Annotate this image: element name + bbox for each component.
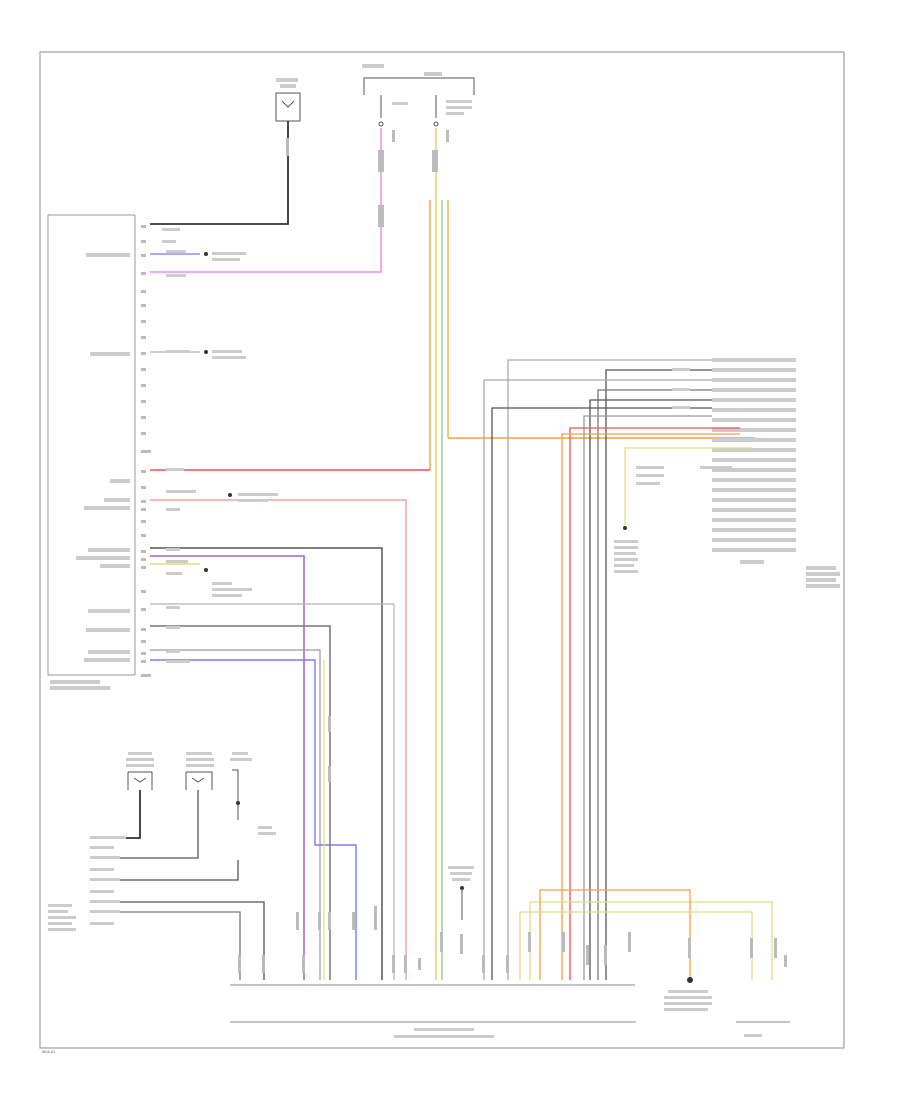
center-component xyxy=(448,866,474,920)
wire-black-548 xyxy=(150,547,383,980)
wire-note-upper xyxy=(212,252,246,255)
wire-red-light-long xyxy=(150,499,407,980)
lower-right-component-wires xyxy=(519,889,773,980)
splice-dot-upper xyxy=(204,252,208,256)
diagram-frame xyxy=(39,51,845,1049)
lower-right-component xyxy=(664,977,712,1011)
top-antenna-component xyxy=(275,78,301,122)
wire-top-fuse-pink xyxy=(150,128,382,273)
wire-note-mid-2 xyxy=(212,356,246,359)
wire-top-antenna-black xyxy=(150,121,289,225)
wire-black-626 xyxy=(150,625,331,980)
wire-grey-650 xyxy=(150,649,321,980)
splice-dot-564 xyxy=(204,568,208,572)
corner-reference: W04-01 xyxy=(42,1050,55,1054)
wire-violet-556 xyxy=(150,555,305,980)
lower-left-components xyxy=(126,752,276,835)
wire-note-lower-2 xyxy=(238,499,268,502)
wire-note-upper-2 xyxy=(212,258,240,261)
right-bundle-wires xyxy=(483,359,752,980)
wire-note-mid xyxy=(212,350,242,353)
module-box-outline xyxy=(47,214,135,676)
splice-dot-mid xyxy=(204,350,208,354)
module-wire-labels xyxy=(162,228,252,663)
bottom-pin-ticks xyxy=(238,130,787,973)
wire-grey-604 xyxy=(150,603,395,980)
wire-trunk-main xyxy=(429,128,449,980)
wire-note-lower xyxy=(238,493,278,496)
lower-left-labels xyxy=(48,836,126,931)
right-connector-pins xyxy=(712,358,840,588)
wire-blue-660 xyxy=(150,659,357,980)
splice-dot-right xyxy=(623,526,627,530)
right-wire-labels xyxy=(636,368,732,485)
top-fuse-components xyxy=(362,64,475,127)
right-mid-component xyxy=(614,540,638,573)
bottom-module-labels xyxy=(394,1028,762,1038)
module-pin-numbers xyxy=(141,225,151,677)
splice-dot-lower xyxy=(228,493,232,497)
module-pin-labels xyxy=(50,253,130,690)
